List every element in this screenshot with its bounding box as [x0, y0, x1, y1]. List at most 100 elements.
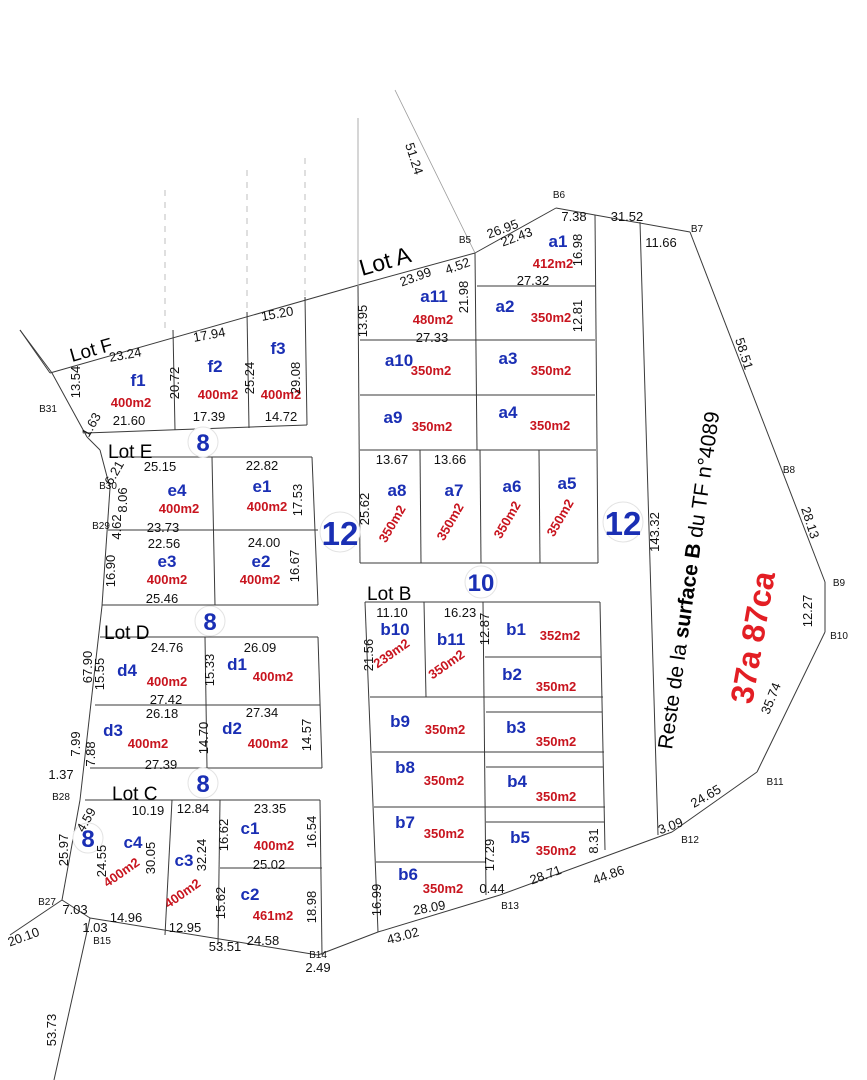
boundary-point-b27: B27: [38, 897, 56, 908]
boundary-point-b13: B13: [501, 901, 519, 912]
dimension-label: 16.62: [216, 819, 231, 852]
dimension-label: 16.99: [369, 884, 384, 917]
dimension-label: 25.15: [144, 459, 177, 474]
dimension-label: 24.65: [688, 781, 724, 810]
dimension-label: 16.23: [444, 605, 477, 620]
dimension-label: 21.98: [456, 281, 471, 314]
dimension-label: 29.08: [288, 362, 303, 395]
dimension-label: 4.62: [109, 514, 124, 539]
plot-area-e3: 400m2: [147, 572, 187, 587]
dimension-label: 12.81: [570, 300, 585, 333]
plot-id-c1: c1: [241, 819, 260, 838]
plot-id-d4: d4: [117, 661, 137, 680]
plot-id-c4: c4: [124, 833, 143, 852]
plot-area-a1: 412m2: [533, 256, 573, 271]
plot-id-a4: a4: [499, 403, 518, 422]
plot-id-d2: d2: [222, 719, 242, 738]
dimension-label: 1.37: [48, 767, 73, 782]
plot-id-d1: d1: [227, 655, 247, 674]
lot-label-c: Lot C: [112, 784, 157, 805]
road-width-label: 12: [605, 505, 642, 542]
dimension-label: 15.55: [92, 658, 107, 691]
reste-prefix: Reste de la: [654, 637, 692, 751]
dimension-label: 12.95: [169, 920, 202, 935]
reste-suffix: du TF n°4089: [683, 410, 724, 545]
dimension-label: 17.53: [290, 484, 305, 517]
dimension-label: 31.52: [611, 209, 644, 224]
boundary-point-b11: B11: [766, 777, 783, 788]
dimension-label: 1.63: [78, 410, 104, 439]
plot-id-a10: a10: [385, 351, 413, 370]
plot-area-f3: 400m2: [261, 387, 301, 402]
dimension-label: 27.42: [150, 692, 183, 707]
dimension-label: 16.90: [103, 555, 118, 588]
plot-id-a3: a3: [499, 349, 518, 368]
plot-id-e1: e1: [253, 477, 272, 496]
dimension-label: 21.60: [113, 413, 146, 428]
dimension-label: 53.51: [209, 939, 242, 954]
dimension-label: 32.24: [194, 839, 209, 872]
plot-id-a9: a9: [384, 408, 403, 427]
dimension-label: 21.56: [361, 639, 376, 672]
boundary-point-b6: B6: [553, 190, 566, 201]
plot-area-a3: 350m2: [531, 363, 571, 378]
dimension-label: 11.10: [376, 605, 408, 620]
dimension-label: 11.66: [645, 235, 677, 250]
parcel-lines: [9, 89, 826, 1080]
boundary-point-b15: B15: [93, 936, 111, 947]
plot-id-f3: f3: [270, 339, 285, 358]
plot-id-b9: b9: [390, 712, 410, 731]
dimension-label: 7.03: [62, 902, 87, 917]
plot-id-a2: a2: [496, 297, 515, 316]
dimension-label: 43.02: [385, 924, 420, 947]
dimension-label: 12.27: [800, 595, 815, 628]
dimension-label: 12.87: [477, 613, 492, 646]
plot-area-b1: 352m2: [540, 628, 580, 643]
plot-id-c2: c2: [241, 885, 260, 904]
plot-area-f2: 400m2: [198, 387, 238, 402]
plot-id-f2: f2: [207, 357, 222, 376]
dimension-label: 18.98: [304, 891, 319, 924]
dimension-label: 13.67: [376, 452, 409, 467]
dimension-label: 23.35: [254, 801, 287, 816]
dimension-label: 26.09: [244, 640, 277, 655]
plot-area-b10: 239m2: [371, 636, 413, 672]
road-width-label: 8: [81, 826, 94, 853]
dimension-label: 16.67: [287, 550, 302, 583]
lot-label-b: Lot B: [367, 584, 411, 605]
plot-id-a1: a1: [549, 232, 568, 251]
plot-area-d1: 400m2: [253, 669, 293, 684]
plot-id-b6: b6: [398, 865, 418, 884]
plot-area-b11: 350m2: [426, 647, 468, 683]
dimension-label: 25.02: [253, 857, 286, 872]
dimension-label: 24.58: [247, 933, 280, 948]
plot-id-b5: b5: [510, 828, 530, 847]
plot-area-c1: 400m2: [254, 838, 294, 853]
road-width-label: 10: [468, 570, 495, 597]
dimension-label: 14.70: [196, 722, 211, 755]
boundary-point-b31: B31: [39, 404, 57, 415]
plot-area-d4: 400m2: [147, 674, 187, 689]
plot-area-a4: 350m2: [530, 418, 570, 433]
dimension-label: 13.66: [434, 452, 467, 467]
plot-area-d3: 400m2: [128, 736, 168, 751]
road-width-label: 8: [196, 771, 209, 798]
plot-area-e1: 400m2: [247, 499, 287, 514]
plot-area-a10: 350m2: [411, 363, 451, 378]
dimension-label: 2.49: [305, 960, 330, 975]
dimension-label: 13.95: [355, 305, 370, 338]
dimension-label: 53.73: [44, 1014, 59, 1047]
dimension-label: 7.38: [561, 209, 586, 224]
plot-area-a7: 350m2: [433, 500, 466, 543]
boundary-point-b10: B10: [830, 631, 848, 642]
reste-bold-word: surface B: [670, 542, 706, 640]
dimension-label: 15.62: [213, 887, 228, 920]
dimension-label: 27.39: [145, 757, 178, 772]
dimension-label: 28.09: [412, 897, 447, 917]
road-width-label: 8: [203, 609, 216, 636]
dimension-label: 15.33: [202, 654, 217, 687]
dimension-label: 17.39: [193, 409, 226, 424]
dimension-label: 1.03: [82, 920, 107, 935]
dimension-label: 25.62: [357, 493, 372, 526]
